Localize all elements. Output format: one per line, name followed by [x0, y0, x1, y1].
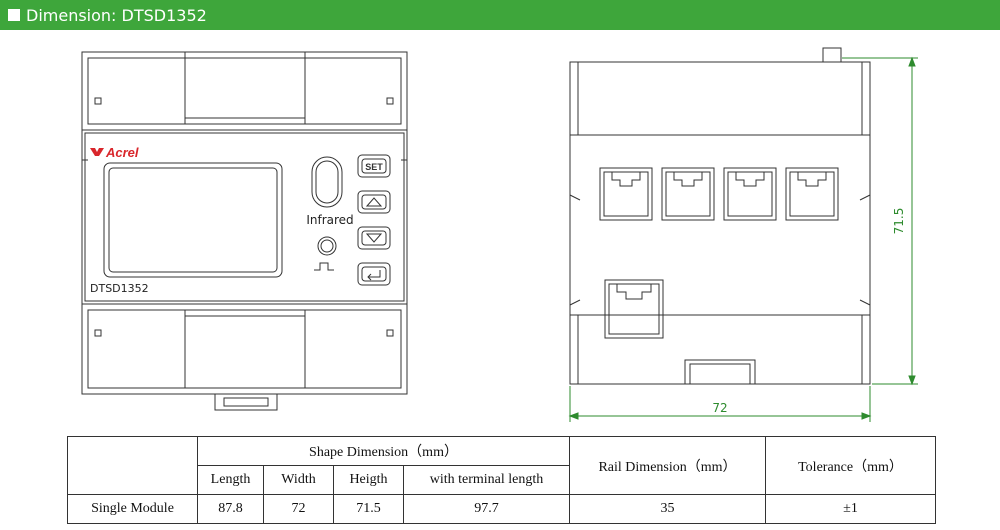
tolerance-value: ±1 [765, 494, 936, 524]
header-bar: Dimension: DTSD1352 [0, 0, 1000, 30]
table-row: Length Width Heigth with terminal length [68, 465, 936, 495]
acrel-logo-icon [90, 148, 104, 156]
enter-button [357, 262, 391, 286]
set-button [357, 154, 391, 178]
height-value: 71.5 [333, 494, 404, 524]
rj45-port [661, 167, 715, 221]
rail-value: 35 [569, 494, 766, 524]
table-row: Shape Dimension（mm） Rail Dimension（mm） T… [67, 436, 936, 495]
set-button-label: SET [365, 162, 383, 172]
tolerance-header: Tolerance（mm） [765, 436, 936, 495]
rj45-port [723, 167, 777, 221]
height-header: Heigth [333, 465, 404, 495]
down-button [357, 226, 391, 250]
shape-dimension-header: Shape Dimension（mm） [197, 436, 570, 466]
rail-dimension-header: Rail Dimension（mm） [569, 436, 766, 495]
length-value: 87.8 [197, 494, 264, 524]
rj45-port [604, 279, 664, 339]
enter-arrow-icon [367, 270, 381, 281]
terminal-length-header: with terminal length [403, 465, 570, 495]
table-row: Single Module 87.8 72 71.5 97.7 35 ±1 [67, 494, 936, 524]
length-header: Length [197, 465, 264, 495]
infrared-label: Infrared [306, 213, 353, 227]
triangle-up-icon [365, 197, 383, 207]
rj45-port [785, 167, 839, 221]
width-header: Width [263, 465, 334, 495]
front-view [81, 51, 408, 411]
dimension-drawing: Acrel SET Infrared DTSD1352 72 71.5 [81, 47, 918, 422]
width-value: 72 [263, 494, 334, 524]
brand-name: Acrel [105, 145, 139, 160]
dimension-lines [568, 56, 918, 422]
dimension-table: Shape Dimension（mm） Rail Dimension（mm） T… [67, 436, 936, 524]
table-corner-cell [67, 436, 198, 495]
rj45-port [599, 167, 653, 221]
page-title: Dimension: DTSD1352 [26, 5, 207, 25]
square-bullet-icon [8, 9, 20, 21]
up-button [357, 190, 391, 214]
row-label: Single Module [67, 494, 198, 524]
width-dimension: 72 [712, 401, 727, 415]
side-view [569, 47, 871, 385]
triangle-down-icon [365, 233, 383, 243]
height-dimension: 71.5 [892, 208, 906, 235]
brand-logo: Acrel [90, 145, 139, 160]
terminal-length-value: 97.7 [403, 494, 570, 524]
model-label: DTSD1352 [90, 282, 149, 295]
